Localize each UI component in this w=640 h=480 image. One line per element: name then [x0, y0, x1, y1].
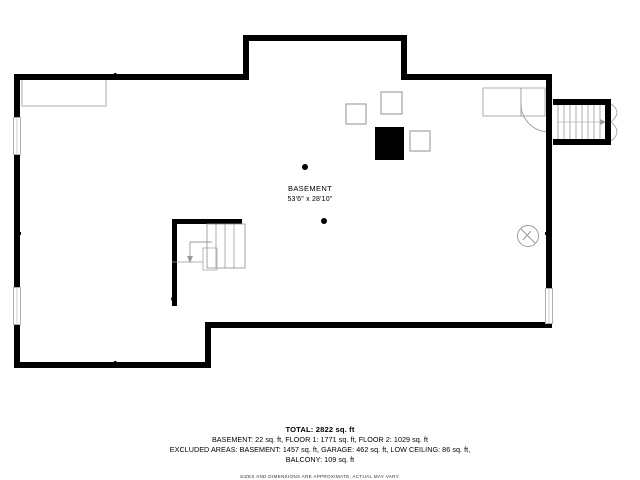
floorplan-svg: BASEMENT 53'6" x 28'10"	[13, 35, 618, 368]
summary-breakdown: BASEMENT: 22 sq. ft, FLOOR 1: 1771 sq. f…	[211, 435, 429, 444]
column-dot-icon	[321, 218, 327, 224]
landing-outline-left	[482, 87, 522, 117]
landing-outline-right	[520, 87, 546, 117]
floorplan-drawing[interactable]: BASEMENT 53'6" x 28'10"	[0, 0, 640, 400]
summary-disclaimer: SIZES AND DIMENSIONS ARE APPROXIMATE, AC…	[239, 474, 400, 479]
mechanical-unit-solid-icon	[375, 127, 404, 160]
summary-excluded: EXCLUDED AREAS: BASEMENT: 1457 sq. ft, G…	[169, 445, 471, 454]
column-dot-icon	[171, 296, 176, 302]
wall-tick-right	[545, 232, 548, 235]
mechanical-unit-icon	[409, 130, 431, 152]
summary-excluded-continued: BALCONY: 109 sq. ft	[285, 455, 355, 464]
mechanical-unit-icon	[380, 91, 403, 115]
wall-tick-top	[114, 73, 117, 76]
area-summary: TOTAL: 2822 sq. ft BASEMENT: 22 sq. ft, …	[0, 424, 640, 480]
exterior-stair-icon	[553, 99, 618, 145]
window-opening-icon	[13, 117, 21, 155]
window-opening-icon	[545, 288, 553, 324]
wall-tick-bottom	[114, 361, 117, 364]
window-opening-icon	[13, 287, 21, 325]
mechanical-unit-icon	[345, 103, 367, 125]
utility-slash-circle-icon	[517, 225, 539, 247]
column-dot-icon	[302, 164, 308, 170]
room-label-name: BASEMENT	[288, 184, 332, 193]
stair-down-icon	[172, 219, 246, 306]
summary-total: TOTAL: 2822 sq. ft	[285, 425, 355, 434]
wall-tick-left	[18, 232, 21, 235]
room-label-dimensions: 53'6" x 28'10"	[287, 196, 332, 203]
ledge-outline-top-left	[21, 77, 107, 107]
